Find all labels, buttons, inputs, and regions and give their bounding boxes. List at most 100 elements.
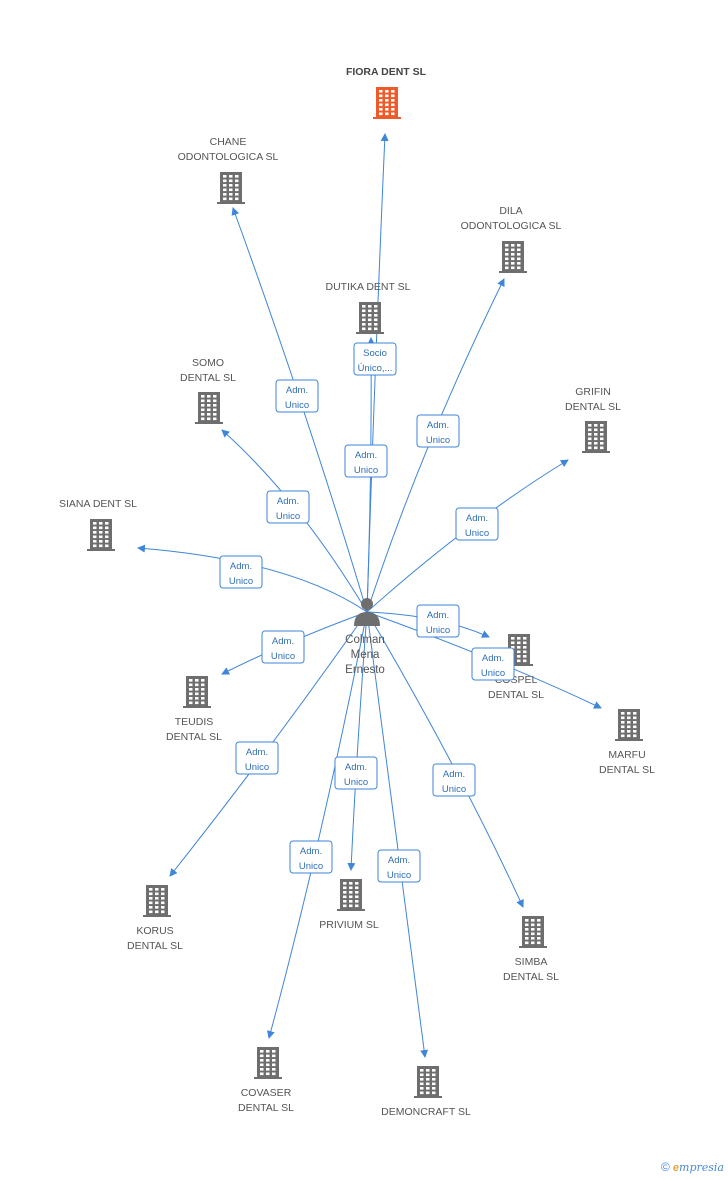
company-name-line: DENTAL SL bbox=[488, 689, 544, 701]
company-name-line: COVASER bbox=[241, 1087, 292, 1099]
role-label-grifin[interactable]: Adm. Unico bbox=[455, 507, 499, 541]
edge-label-line: Adm. bbox=[300, 846, 322, 857]
company-name-line: GRIFIN bbox=[575, 386, 611, 398]
role-label-cospel[interactable]: Adm. Unico bbox=[416, 604, 460, 638]
edge-label-line: Adm. bbox=[230, 561, 252, 572]
company-name-line: DENTAL SL bbox=[127, 940, 183, 952]
company-name-line: TEUDIS bbox=[175, 716, 214, 728]
company-name-line: SOMO bbox=[192, 357, 224, 369]
company-name-line: DENTAL SL bbox=[180, 372, 236, 384]
edge-label-line: Unico bbox=[271, 651, 295, 662]
edge-label-line: Adm. bbox=[482, 653, 504, 664]
brand-logo-initial: e bbox=[672, 1162, 680, 1174]
edge-label-line: Único,... bbox=[358, 363, 393, 374]
building-icon bbox=[254, 1047, 282, 1079]
company-name-line: DENTAL SL bbox=[503, 971, 559, 983]
company-node-demoncraft[interactable]: DEMONCRAFT SL bbox=[381, 1066, 471, 1118]
company-node-covaser[interactable]: COVASER DENTAL SL bbox=[238, 1047, 294, 1114]
role-label-marfu[interactable]: Adm.Unico bbox=[471, 647, 515, 681]
company-name-line: ODONTOLOGICA SL bbox=[178, 151, 279, 163]
edge-label-line: Adm. bbox=[272, 636, 294, 647]
edge-label-line: Adm. bbox=[286, 385, 308, 396]
edge-label-line: Adm. bbox=[388, 855, 410, 866]
edge-label-line: Adm. bbox=[355, 450, 377, 461]
edge-label-line: Socio bbox=[363, 348, 387, 359]
company-node-privium[interactable]: PRIVIUM SL bbox=[319, 879, 379, 931]
building-icon bbox=[519, 916, 547, 948]
edge-label-line: Unico bbox=[229, 576, 253, 587]
building-icon bbox=[499, 241, 527, 273]
edge-label-line: Adm. bbox=[277, 496, 299, 507]
edge-label-line: Unico bbox=[299, 861, 323, 872]
edge-siana bbox=[137, 544, 368, 613]
edge-covaser bbox=[266, 611, 368, 1039]
building-icon bbox=[615, 709, 643, 741]
edge-chane bbox=[231, 207, 368, 613]
company-name-line: DENTAL SL bbox=[166, 731, 222, 743]
company-node-fiora[interactable]: FIORA DENT SL bbox=[346, 66, 427, 119]
company-node-chane[interactable]: CHANE ODONTOLOGICA SL bbox=[178, 136, 279, 204]
edge-label-line: Adm. bbox=[466, 513, 488, 524]
company-name-line: FIORA DENT SL bbox=[346, 66, 427, 78]
role-label-somo[interactable]: Adm. Unico bbox=[266, 490, 310, 524]
edge-label-line: Unico bbox=[354, 465, 378, 476]
edge-label-line: Unico bbox=[442, 784, 466, 795]
role-label-privium[interactable]: Adm.Unico bbox=[334, 756, 378, 790]
edge-label-line: Unico bbox=[426, 625, 450, 636]
role-label-siana[interactable]: Adm. Unico bbox=[219, 555, 263, 589]
edge-label-line: Adm. bbox=[443, 769, 465, 780]
edge-label-line: Unico bbox=[276, 511, 300, 522]
company-name-line: DENTAL SL bbox=[565, 401, 621, 413]
company-node-simba[interactable]: SIMBA DENTAL SL bbox=[503, 916, 559, 983]
role-label-socio[interactable]: SocioÚnico,... bbox=[353, 342, 397, 376]
building-icon bbox=[217, 172, 245, 204]
person-icon bbox=[354, 598, 380, 626]
company-name-line: DEMONCRAFT SL bbox=[381, 1106, 471, 1118]
role-label-dila[interactable]: Adm.Unico bbox=[416, 414, 460, 448]
building-icon bbox=[414, 1066, 442, 1098]
person-name-line: Ernesto bbox=[345, 664, 385, 676]
company-name-line: DUTIKA DENT SL bbox=[326, 281, 411, 293]
building-icon bbox=[195, 392, 223, 424]
role-label-korus[interactable]: Adm.Unico bbox=[235, 741, 279, 775]
role-label-demoncraft[interactable]: Adm.Unico bbox=[377, 849, 421, 883]
company-node-teudis[interactable]: TEUDIS DENTAL SL bbox=[166, 676, 222, 743]
edge-label-line: Unico bbox=[465, 528, 489, 539]
company-name-line: DILA bbox=[499, 205, 522, 217]
role-label-simba[interactable]: Adm. Unico bbox=[432, 763, 476, 797]
role-label-covaser[interactable]: Adm. Unico bbox=[289, 840, 333, 874]
nodes-layer: FIORA DENT SL CHANE ODONTOLOGICA SL DILA ODO… bbox=[59, 66, 655, 1118]
company-node-somo[interactable]: SOMO DENTAL SL bbox=[180, 357, 236, 424]
company-name-line: CHANE bbox=[210, 136, 247, 148]
company-name-line: DENTAL SL bbox=[238, 1102, 294, 1114]
copyright-symbol: © bbox=[661, 1160, 670, 1174]
company-node-grifin[interactable]: GRIFIN DENTAL SL bbox=[565, 386, 621, 453]
building-icon bbox=[582, 421, 610, 453]
building-icon bbox=[143, 885, 171, 917]
edge-dila bbox=[366, 278, 505, 613]
role-label-dutika[interactable]: Adm. Unico bbox=[344, 444, 388, 478]
company-name-line: ODONTOLOGICA SL bbox=[461, 220, 562, 232]
person-name-line: Colman bbox=[345, 634, 385, 646]
company-node-korus[interactable]: KORUS DENTAL SL bbox=[127, 885, 183, 952]
company-name-line: SIMBA bbox=[515, 956, 548, 968]
building-icon bbox=[356, 302, 384, 334]
edge-label-line: Adm. bbox=[427, 610, 449, 621]
footer-brand[interactable]: © empresia bbox=[661, 1160, 724, 1174]
company-name-line: SIANA DENT SL bbox=[59, 498, 137, 510]
role-label-chane[interactable]: Adm.Unico bbox=[275, 379, 319, 413]
company-node-dutika[interactable]: DUTIKA DENT SL bbox=[326, 281, 411, 334]
company-name-line: KORUS bbox=[136, 925, 173, 937]
edge-demoncraft bbox=[366, 611, 429, 1058]
edge-label-line: Adm. bbox=[427, 420, 449, 431]
company-node-siana[interactable]: SIANA DENT SL bbox=[59, 498, 137, 551]
role-label-teudis[interactable]: Adm. Unico bbox=[261, 630, 305, 664]
edge-label-line: Unico bbox=[245, 762, 269, 773]
building-icon bbox=[373, 87, 401, 119]
company-name-line: PRIVIUM SL bbox=[319, 919, 379, 931]
company-node-dila[interactable]: DILA ODONTOLOGICA SL bbox=[461, 205, 562, 273]
